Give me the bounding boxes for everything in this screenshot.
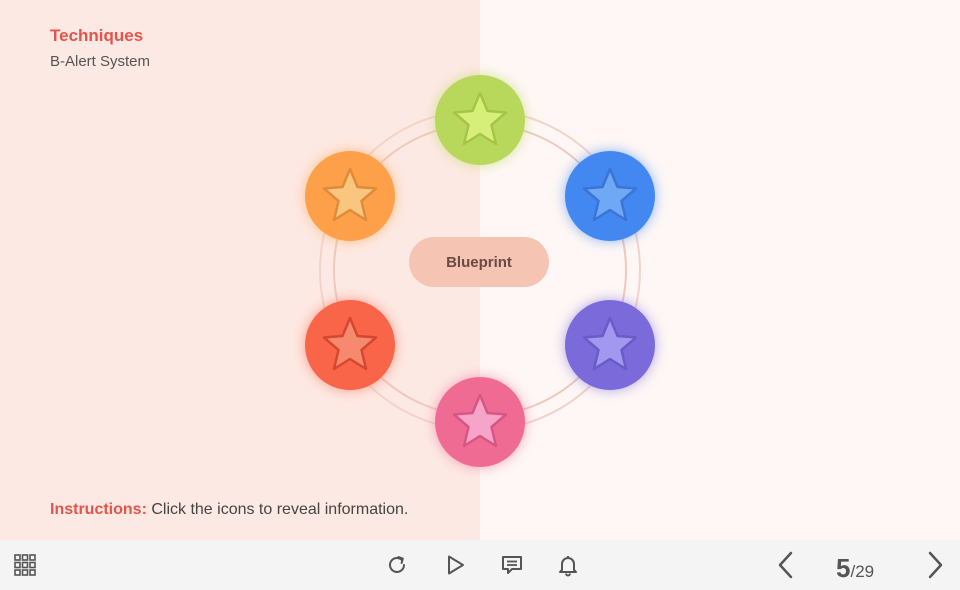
- menu-grid-icon: [14, 554, 36, 576]
- instructions-text: Instructions: Click the icons to reveal …: [50, 501, 408, 519]
- previous-button[interactable]: [771, 540, 801, 590]
- page-title: Techniques: [50, 26, 144, 45]
- replay-button[interactable]: [382, 540, 412, 590]
- instructions-label: Instructions:: [50, 501, 147, 518]
- play-icon: [448, 555, 464, 575]
- current-page: 5: [836, 553, 851, 583]
- play-button[interactable]: [440, 540, 470, 590]
- transcript-icon: [502, 556, 522, 574]
- right-panel: [480, 0, 960, 540]
- left-panel: [0, 0, 480, 540]
- star-button-green[interactable]: [435, 75, 525, 165]
- star-button-pink[interactable]: [435, 377, 525, 467]
- notification-bell-icon: [559, 556, 577, 577]
- menu-grid-button[interactable]: [8, 540, 42, 590]
- next-icon: [928, 551, 943, 579]
- star-icon: [322, 167, 378, 222]
- total-pages: /29: [850, 562, 875, 581]
- instructions-body: Click the icons to reveal information.: [146, 501, 409, 518]
- transcript-button[interactable]: [497, 540, 527, 590]
- star-icon: [582, 316, 638, 371]
- star-icon: [322, 316, 378, 371]
- page-counter: 5/29: [836, 553, 874, 584]
- next-button[interactable]: [920, 540, 950, 590]
- replay-icon: [389, 556, 405, 573]
- notification-button[interactable]: [553, 540, 583, 590]
- page-subtitle: B-Alert System: [50, 53, 151, 70]
- star-icon: [452, 91, 508, 146]
- star-button-red[interactable]: [305, 300, 395, 390]
- star-button-purple[interactable]: [565, 300, 655, 390]
- blueprint-center-label: Blueprint: [409, 237, 549, 287]
- star-icon: [582, 167, 638, 222]
- previous-icon: [778, 551, 793, 579]
- star-button-blue[interactable]: [565, 151, 655, 241]
- bottom-toolbar: [0, 540, 960, 590]
- star-button-orange[interactable]: [305, 151, 395, 241]
- star-icon: [452, 393, 508, 448]
